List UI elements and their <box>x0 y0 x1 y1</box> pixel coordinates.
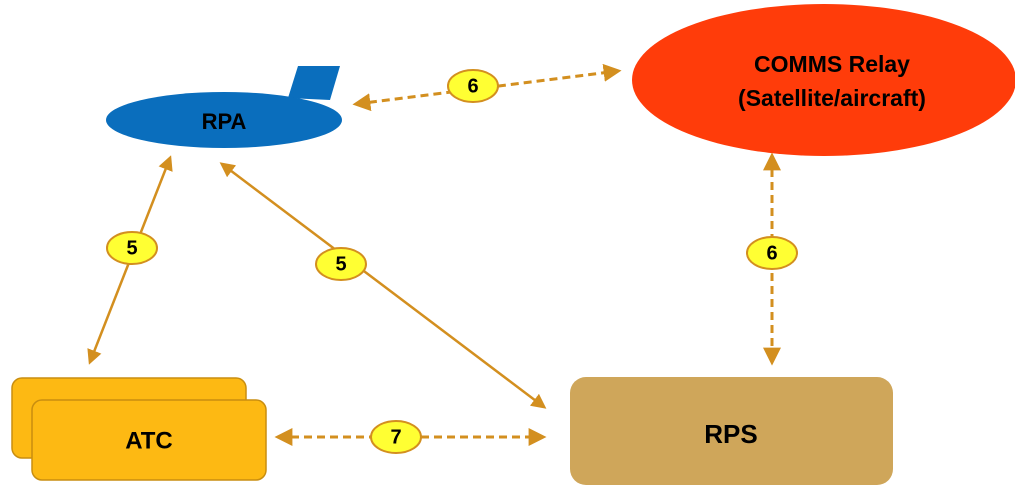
rpa-tail-fin <box>288 66 340 100</box>
comms-relay-node: COMMS Relay (Satellite/aircraft) <box>632 4 1015 156</box>
badge-rpa-comms-shape <box>447 69 499 103</box>
badge-rpa-atc-shape <box>106 231 158 265</box>
atc-label: ATC <box>125 427 173 454</box>
badge-comms-rps: 6 <box>746 236 798 270</box>
badge-rpa-rps-label: 5 <box>335 253 346 275</box>
badge-comms-rps-shape <box>746 236 798 270</box>
badge-rpa-comms-label: 6 <box>467 75 478 97</box>
comms-relay-title: COMMS Relay <box>754 51 910 77</box>
atc-front-box <box>31 399 267 481</box>
rpa-label: RPA <box>202 109 247 134</box>
rpa-node: RPA <box>106 66 342 148</box>
badge-atc-rps-label: 7 <box>390 426 401 448</box>
badge-rpa-comms: 6 <box>447 69 499 103</box>
rps-box <box>570 377 893 485</box>
badge-rpa-atc: 5 <box>106 231 158 265</box>
rps-label: RPS <box>704 419 757 449</box>
badge-atc-rps: 7 <box>370 420 422 454</box>
badge-rpa-rps: 5 <box>315 247 367 281</box>
badge-atc-rps-shape <box>370 420 422 454</box>
comms-relay-ellipse <box>632 4 1015 156</box>
atc-node: ATC <box>11 377 267 481</box>
badge-rpa-rps-shape <box>315 247 367 281</box>
link-rpa-rps <box>219 162 547 409</box>
badge-rpa-atc-label: 5 <box>126 237 137 259</box>
badge-comms-rps-label: 6 <box>766 242 777 264</box>
rpa-body <box>106 92 342 148</box>
comms-relay-subtitle: (Satellite/aircraft) <box>738 85 926 111</box>
rps-node: RPS <box>570 377 893 485</box>
